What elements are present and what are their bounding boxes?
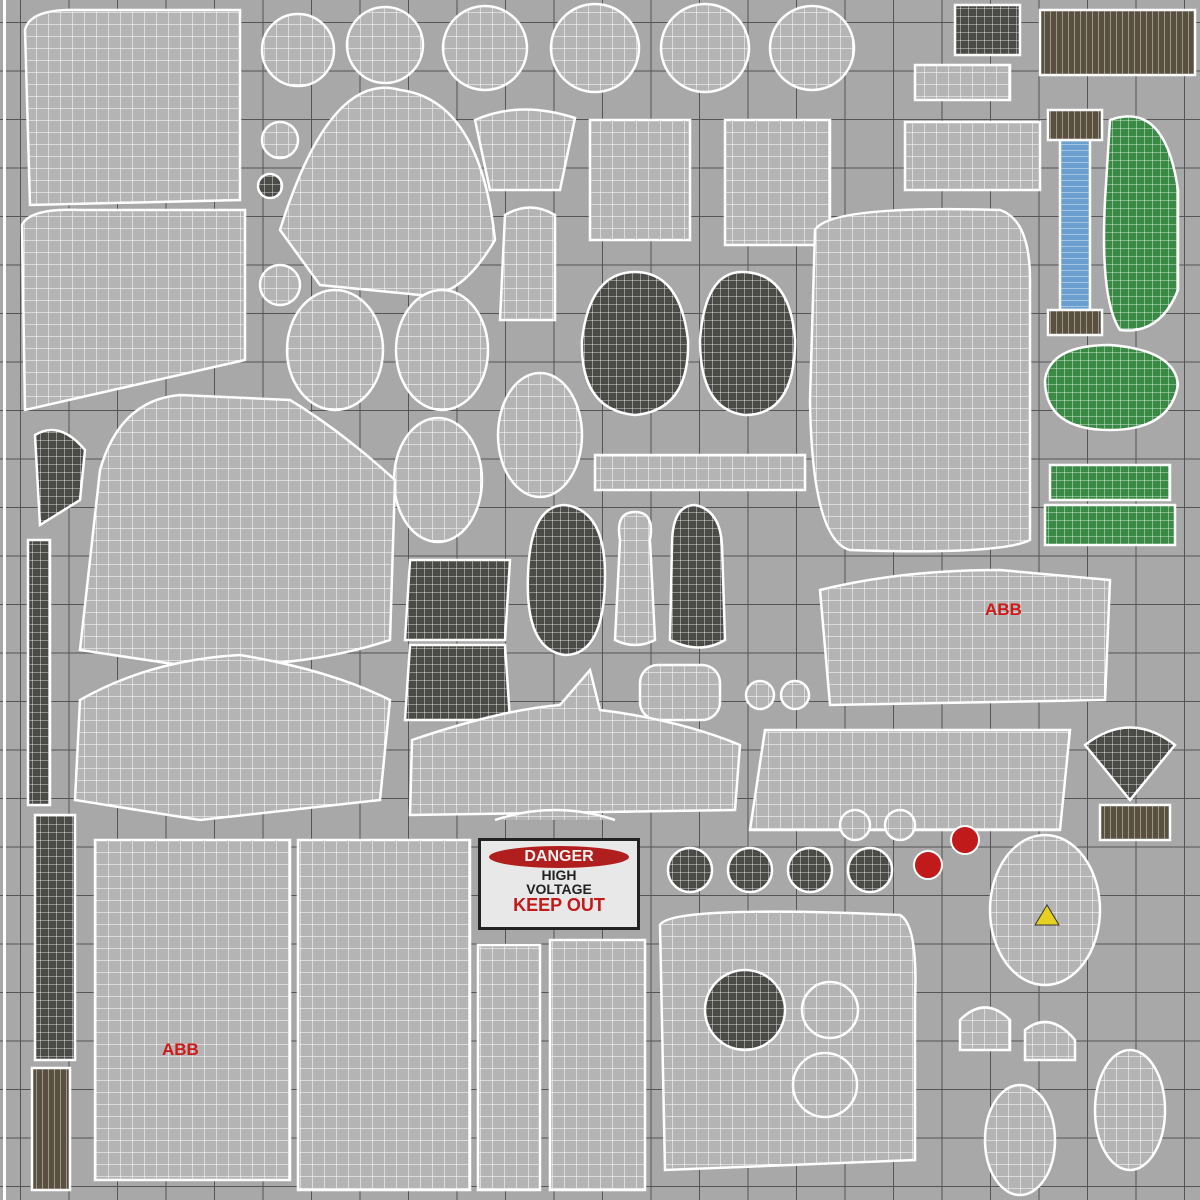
uv-island [494, 808, 616, 822]
uv-island [30, 1066, 72, 1192]
island-body-large [78, 393, 397, 667]
uv-island [703, 968, 787, 1052]
sign-danger-label: DANGER [489, 846, 629, 868]
uv-island [1023, 1020, 1077, 1062]
uv-island [1046, 108, 1104, 142]
island-ring [768, 4, 856, 92]
uv-island [1046, 308, 1104, 337]
uv-island [1102, 115, 1180, 332]
uv-island [408, 667, 742, 817]
uv-island [526, 503, 607, 657]
uv-island [723, 118, 832, 247]
uv-island [403, 643, 512, 722]
uv-island [285, 288, 385, 412]
island-ring [659, 2, 751, 94]
uv-island [953, 3, 1022, 57]
uv-island [1043, 343, 1180, 432]
uv-island [1043, 503, 1177, 547]
uv-island [883, 808, 917, 842]
sign-line-voltage: VOLTAGE [526, 881, 592, 897]
island-large-box [808, 207, 1032, 553]
uv-island [33, 813, 77, 1062]
island-panel-2 [20, 208, 247, 412]
uv-island [394, 288, 490, 412]
uv-island [256, 172, 284, 200]
abb-logo-front: ABB [985, 600, 1022, 619]
uv-island [296, 838, 472, 1192]
uv-island [779, 679, 811, 711]
uv-island [638, 663, 722, 722]
uv-island [744, 679, 776, 711]
abb-logo-side: ABB [162, 1040, 199, 1059]
uv-island [958, 1006, 1012, 1052]
uv-island [838, 808, 872, 842]
uv-island [613, 510, 657, 647]
island-housing-top [278, 86, 497, 297]
uv-island [748, 728, 1072, 832]
uv-island [33, 428, 87, 528]
uv-island [498, 206, 557, 322]
uv-island [666, 846, 714, 894]
uv-island [73, 653, 392, 822]
uv-island [593, 453, 807, 492]
island-ring [549, 2, 641, 94]
uv-island [1093, 1048, 1167, 1172]
uv-island [791, 1051, 859, 1119]
edge-strip [3, 0, 6, 1200]
island-front-panel [818, 568, 1112, 707]
island-ring [441, 4, 529, 92]
uv-island [726, 846, 774, 894]
uv-island [496, 371, 584, 499]
danger-sign: DANGER HIGH VOLTAGE KEEP OUT [478, 838, 640, 930]
island-dark-tag [580, 270, 690, 417]
uv-island [1038, 8, 1197, 77]
island-panel-1 [23, 8, 242, 207]
uv-island [800, 980, 860, 1040]
uv-island [473, 108, 577, 192]
uv-island [1058, 138, 1092, 312]
uv-island [26, 538, 52, 807]
uv-island [1083, 726, 1177, 802]
uv-island [913, 850, 943, 880]
sign-line-high: HIGH [541, 867, 577, 883]
uv-island [950, 825, 980, 855]
uv-island [903, 120, 1042, 192]
uv-island [1098, 803, 1172, 842]
sign-line-keep-out: KEEP OUT [513, 895, 605, 915]
uv-island [258, 263, 302, 307]
uv-island [698, 270, 797, 417]
uv-island [548, 938, 647, 1192]
island-ring [260, 12, 336, 88]
uv-island [403, 558, 512, 642]
island-cabinet-side [93, 838, 292, 1182]
uv-island [260, 120, 300, 160]
island-ring [345, 5, 425, 85]
uv-island [786, 846, 834, 894]
uv-island [1048, 463, 1172, 502]
uv-island [846, 846, 894, 894]
uv-island [392, 416, 484, 544]
uv-island [668, 503, 727, 649]
uv-island [476, 943, 542, 1192]
uv-island [1034, 904, 1060, 926]
uv-island [588, 118, 692, 242]
island-front-frame [658, 910, 917, 1172]
uv-island [913, 63, 1012, 102]
uv-island [983, 1083, 1057, 1197]
